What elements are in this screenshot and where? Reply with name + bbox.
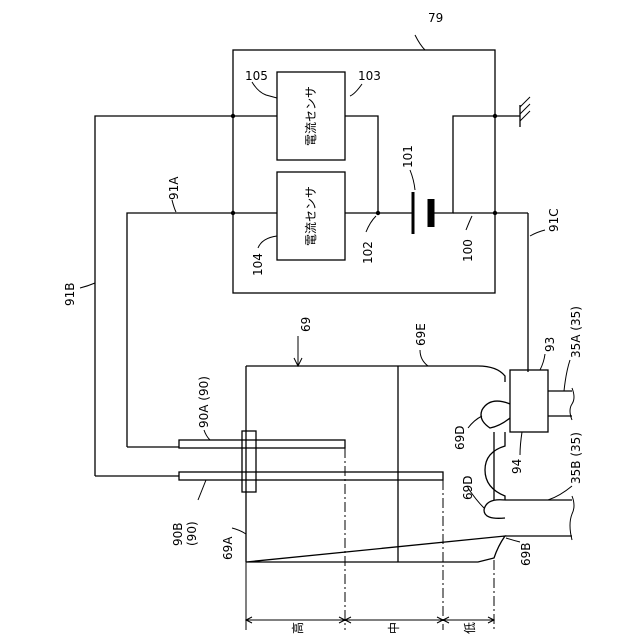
label-pipe-35A: 35A (35) <box>569 306 583 358</box>
ground-icon <box>520 97 530 127</box>
label-91C: 91C <box>547 208 561 232</box>
pipe-69D-upper <box>481 401 510 428</box>
label-controller: 79 <box>428 11 443 25</box>
sensor-upper-text: 電流センサ <box>304 86 318 146</box>
pipe-block-93 <box>510 370 548 432</box>
label-sensor-lower-line: 102 <box>361 241 375 264</box>
label-pipe-93: 93 <box>543 337 557 352</box>
label-sensor-upper-ref: 105 <box>245 69 268 83</box>
label-69D-upper: 69D <box>453 425 467 450</box>
label-battery: 101 <box>401 145 415 168</box>
level-low: 低 <box>463 622 477 634</box>
electrode-90B <box>179 472 443 480</box>
pipe-69D-lower <box>484 500 505 519</box>
label-69B: 69B <box>519 542 533 566</box>
label-electrode-A: 90A (90) <box>197 376 211 428</box>
sensor-lower-text: 電流センサ <box>304 186 318 246</box>
electrode-90A <box>179 440 345 448</box>
label-electrode-B-bot: (90) <box>185 521 199 546</box>
label-sensor-upper-line: 103 <box>358 69 381 83</box>
level-mid: 中 <box>386 622 401 634</box>
label-electrode-B-top: 90B <box>171 522 185 546</box>
label-pipe-35B: 35B (35) <box>569 432 583 484</box>
label-tank: 69 <box>299 317 313 332</box>
label-69D-lower: 69D <box>461 475 475 500</box>
label-pipe-94: 94 <box>510 459 524 474</box>
label-91B: 91B <box>63 282 77 306</box>
label-tank-part-A: 69A <box>221 536 235 560</box>
label-tank-part-E: 69E <box>414 323 428 346</box>
label-91A: 91A <box>167 176 181 200</box>
tank-outline <box>246 366 505 562</box>
label-node-100: 100 <box>461 239 475 262</box>
label-sensor-lower-ref: 104 <box>251 253 265 276</box>
level-high: 高 <box>290 622 305 634</box>
